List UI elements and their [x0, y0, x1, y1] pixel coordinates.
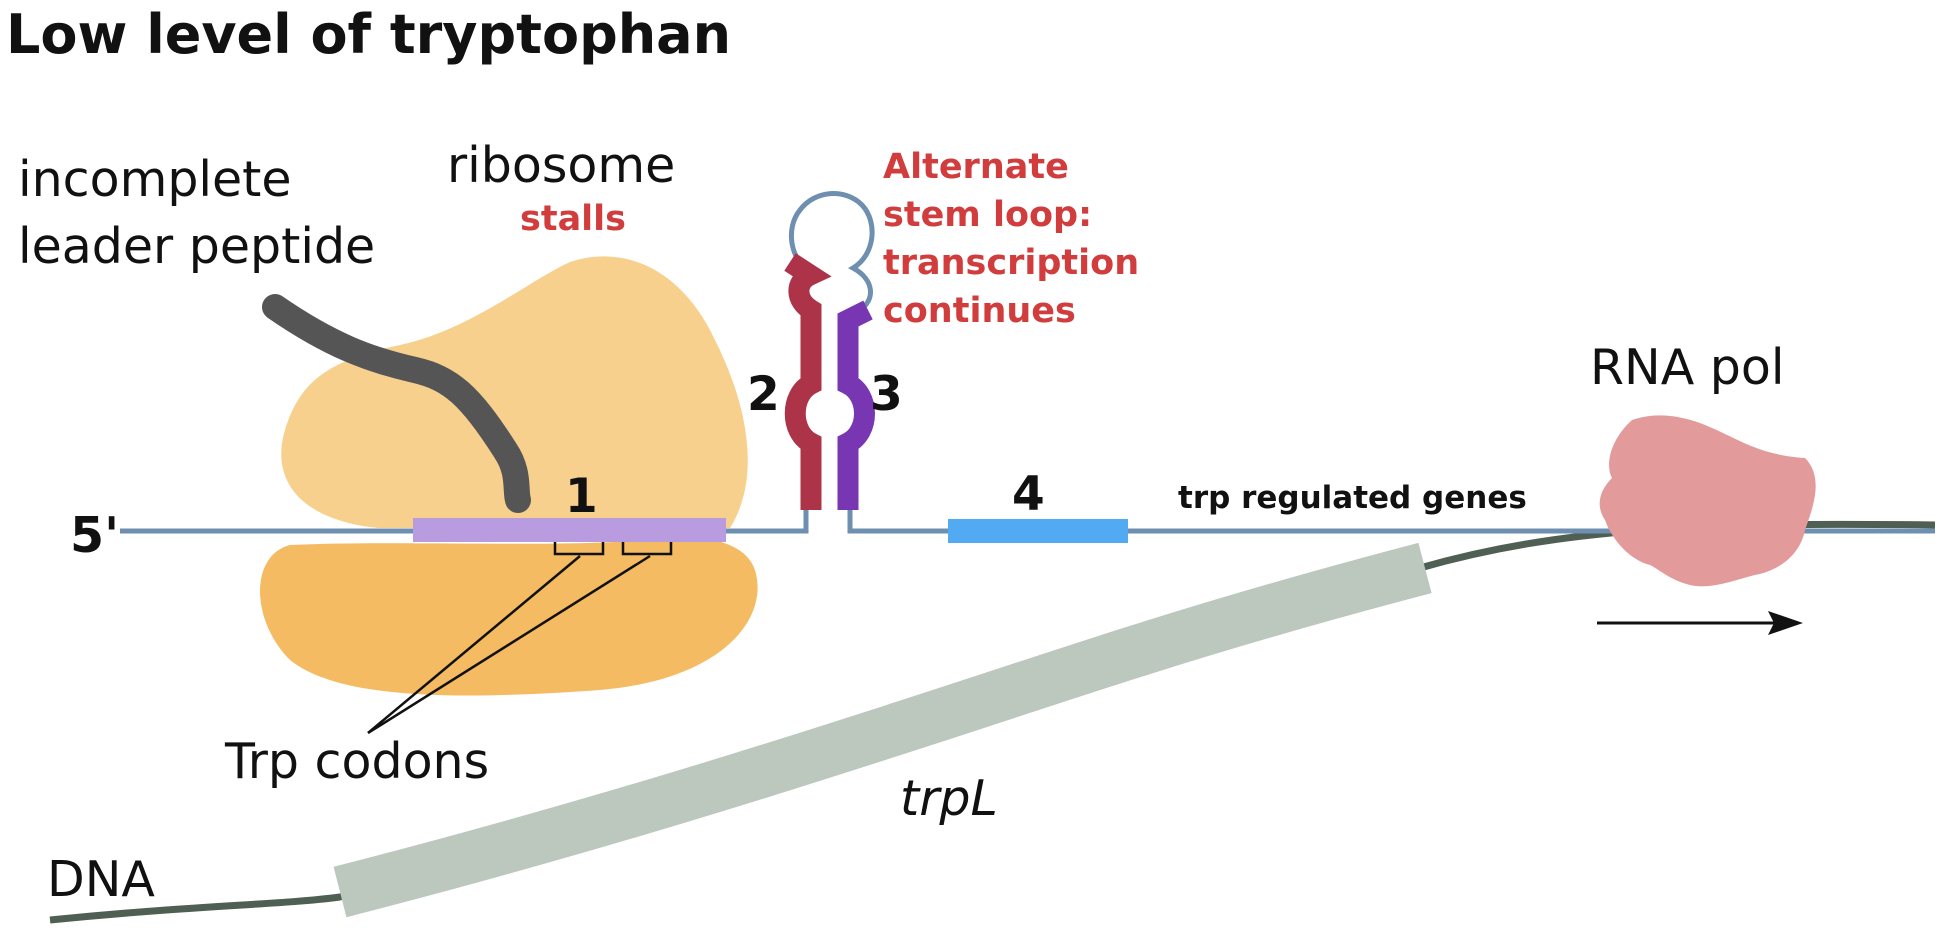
region-3-strand	[837, 300, 875, 510]
dna-label: DNA	[47, 851, 155, 908]
trpL-label: trpL	[900, 770, 998, 827]
incomplete-label: incomplete	[18, 151, 292, 208]
rna-polymerase	[1599, 415, 1816, 587]
terminal-loop	[788, 191, 875, 313]
five-prime-label: 5'	[70, 507, 119, 564]
stalls-label: stalls	[520, 199, 626, 239]
ribosome-label: ribosome	[447, 137, 675, 194]
trp-codon-bracket-2	[621, 542, 673, 556]
region-3-label: 3	[870, 367, 903, 422]
arrow-right-icon	[1768, 611, 1803, 635]
trpL-gene-segment	[333, 542, 1432, 918]
region-1-bar	[413, 518, 726, 542]
trp-regulated-genes-label: trp regulated genes	[1178, 480, 1527, 516]
region-2-label: 2	[747, 367, 780, 422]
region-1-label: 1	[565, 469, 598, 524]
alternate-stem-loop-line-4: continues	[883, 291, 1076, 331]
region-4-label: 4	[1012, 467, 1045, 522]
trp-codon-pointer-2	[367, 554, 651, 735]
alternate-stem-loop-line-2: stem loop:	[883, 195, 1092, 235]
region-4-bar	[948, 519, 1128, 543]
alternate-stem-loop-line-1: Alternate	[883, 147, 1069, 187]
diagram-title: Low level of tryptophan	[6, 3, 731, 66]
region-2-strand	[784, 253, 832, 510]
mrna-strand-downstream	[847, 510, 1935, 534]
incomplete-leader-peptide	[262, 294, 531, 513]
trp-codons-label: Trp codons	[224, 733, 489, 790]
mrna-strand	[120, 510, 809, 534]
alternate-stem-loop-line-3: transcription	[883, 243, 1139, 283]
ribosome-large-subunit	[281, 256, 748, 528]
leader-peptide-label: leader peptide	[18, 218, 375, 275]
rna-pol-label: RNA pol	[1590, 339, 1785, 396]
trp-codon-pointer-1	[367, 555, 581, 734]
trp-codon-bracket-1	[553, 542, 605, 556]
